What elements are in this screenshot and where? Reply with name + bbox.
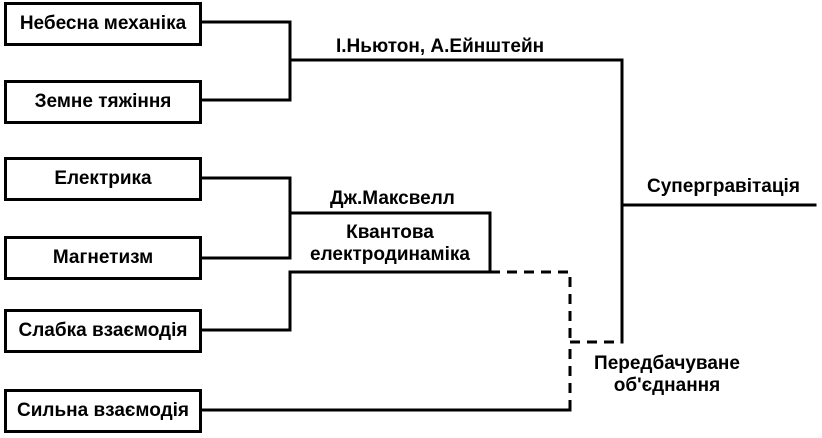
box-magnetism: Магнетизм — [4, 236, 202, 280]
label-predicted-unification: Передбачуване об'єднання — [592, 353, 742, 397]
connector-electricity — [198, 176, 292, 215]
box-magnetism-label: Магнетизм — [52, 247, 154, 268]
box-electricity-label: Електрика — [54, 168, 152, 189]
connector-maxwell — [288, 211, 492, 274]
connector-predicted-electroweak — [490, 270, 572, 342]
box-electricity: Електрика — [4, 157, 202, 201]
connector-newton-einstein — [288, 58, 624, 344]
connector-magnetism — [198, 211, 292, 260]
box-weak-interaction: Слабка взаємодія — [4, 309, 202, 353]
box-terrestrial-gravity-label: Земне тяжіння — [34, 91, 172, 112]
label-supergravity: Супергравітація — [647, 176, 800, 197]
connector-terrestrial — [198, 58, 292, 102]
label-predicted-line1: Передбачуване — [594, 353, 740, 374]
box-terrestrial-gravity: Земне тяжіння — [4, 80, 202, 124]
label-newton-einstein: І.Ньютон, А.Ейнштейн — [336, 36, 545, 57]
box-strong-interaction-label: Сильна взаємодія — [17, 400, 189, 421]
box-celestial-mechanics: Небесна механіка — [4, 2, 202, 46]
label-qed-line2: електродинаміка — [310, 244, 470, 265]
label-maxwell: Дж.Максвелл — [330, 188, 455, 209]
box-celestial-mechanics-label: Небесна механіка — [19, 13, 187, 34]
connector-celestial — [198, 20, 292, 62]
connector-weak — [198, 270, 492, 332]
box-weak-interaction-label: Слабка взаємодія — [18, 320, 188, 341]
box-strong-interaction: Сильна взаємодія — [4, 389, 202, 433]
label-quantum-electrodynamics: Квантова електродинаміка — [296, 222, 484, 266]
label-predicted-line2: об'єднання — [613, 375, 721, 396]
label-qed-line1: Квантова — [346, 222, 434, 243]
